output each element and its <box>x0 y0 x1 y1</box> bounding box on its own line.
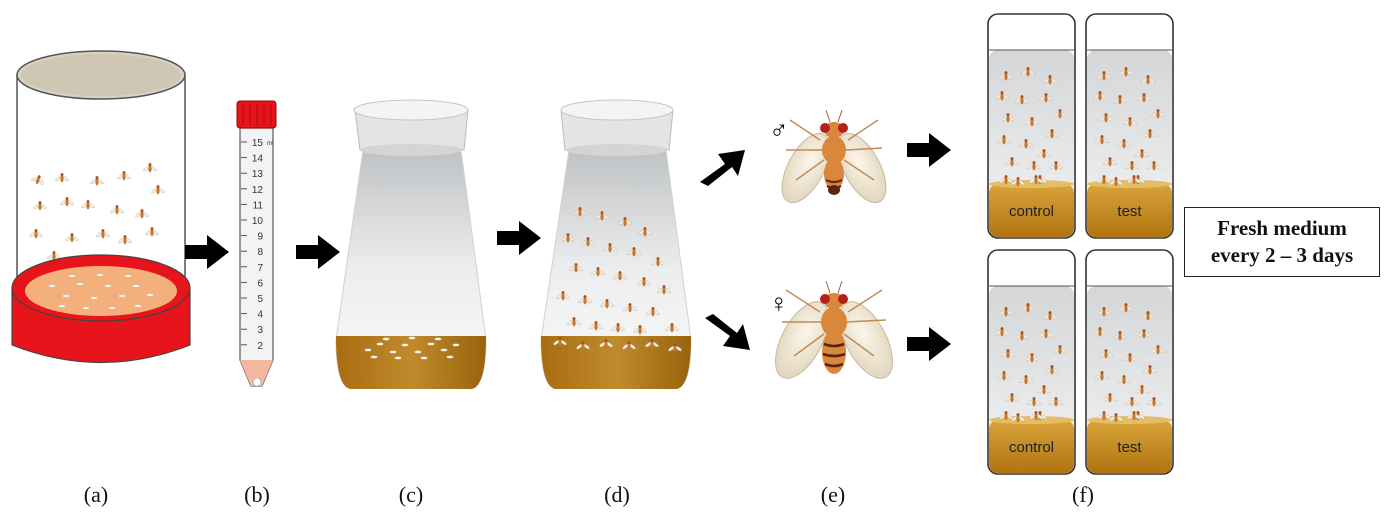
tube-mark-5: 5 <box>257 294 263 305</box>
tube-mark-9: 9 <box>257 232 263 243</box>
vial-label: test <box>1117 439 1142 456</box>
male-fly-illustration <box>772 110 895 210</box>
tube-mark-3: 3 <box>257 325 263 336</box>
tube-mark-14: 14 <box>252 154 264 165</box>
panel-label-f: (f) <box>1072 482 1094 508</box>
vial-bottom-left: control <box>988 250 1075 474</box>
tube-mark-4: 4 <box>257 310 263 321</box>
vial-set: control test control test <box>988 14 1173 474</box>
flask-eggs <box>336 100 486 389</box>
note-line-1: Fresh medium <box>1217 215 1347 242</box>
fresh-medium-note: Fresh medium every 2 – 3 days <box>1184 207 1380 277</box>
panel-label-a: (a) <box>84 482 108 508</box>
arrow-c-d <box>497 221 541 255</box>
note-line-2: every 2 – 3 days <box>1211 242 1353 269</box>
tube-mark-15: 15 <box>252 138 264 149</box>
panel-label-d: (d) <box>604 482 630 508</box>
falcon-tube: 15 14 13 12 11 10 9 8 7 6 5 4 3 2 ml <box>237 101 276 386</box>
arrow-b-c <box>296 235 340 269</box>
arrow-male-vials <box>907 133 951 167</box>
tube-mark-11: 11 <box>253 200 264 211</box>
flask-flies <box>541 100 691 389</box>
arrow-a-b <box>185 235 229 269</box>
vial-label: test <box>1117 203 1142 220</box>
vial-bottom-right: test <box>1086 250 1173 474</box>
tube-mark-10: 10 <box>252 216 264 227</box>
tube-mark-7: 7 <box>257 263 263 274</box>
panel-label-c: (c) <box>399 482 423 508</box>
vial-label: control <box>1009 203 1054 220</box>
tube-mark-13: 13 <box>252 169 264 180</box>
vial-label: control <box>1009 439 1054 456</box>
panel-label-e: (e) <box>821 482 845 508</box>
panel-label-b: (b) <box>244 482 270 508</box>
tube-mark-12: 12 <box>252 185 264 196</box>
vial-top-left: control <box>988 14 1075 238</box>
vial-top-right: test <box>1086 14 1173 238</box>
tube-mark-8: 8 <box>257 247 263 258</box>
female-symbol: ♀ <box>769 288 789 318</box>
male-symbol: ♂ <box>769 114 789 144</box>
tube-mark-6: 6 <box>257 278 263 289</box>
tube-unit: ml <box>267 141 273 147</box>
arrow-female-vials <box>907 327 951 361</box>
tube-mark-2: 2 <box>257 341 263 352</box>
arrow-d-female <box>705 314 750 350</box>
arrow-d-male <box>700 150 745 186</box>
fly-cage <box>12 51 190 363</box>
